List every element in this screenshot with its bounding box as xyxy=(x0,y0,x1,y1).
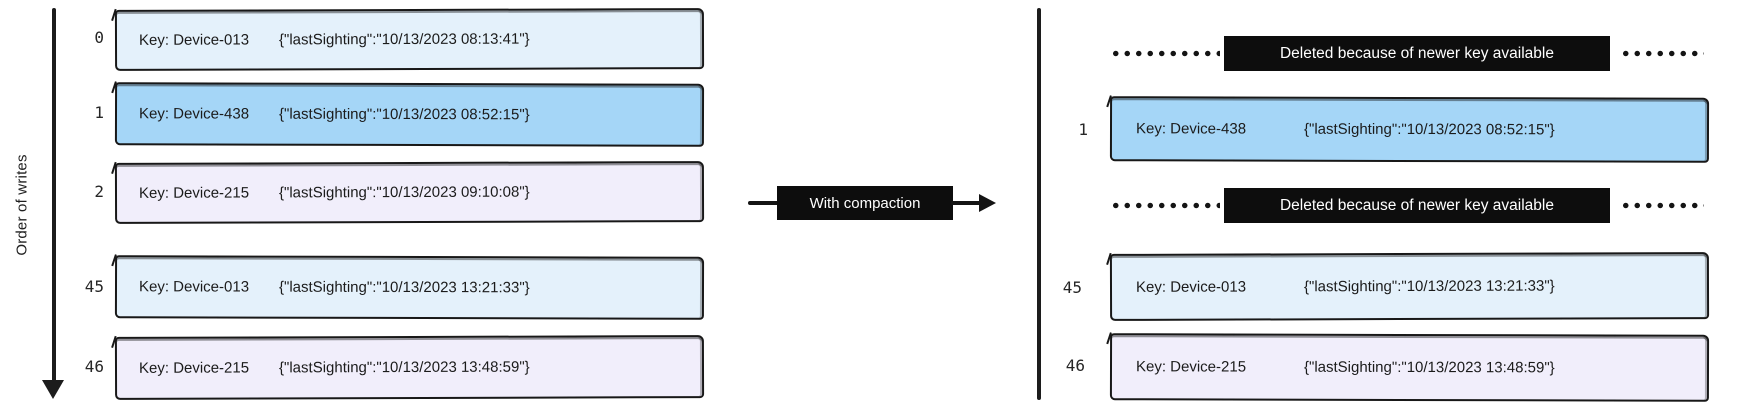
log-record: Key: Device-438 {"lastSighting":"10/13/2… xyxy=(114,82,705,147)
record-key: Key: Device-013 xyxy=(138,31,250,49)
deleted-dotted-line xyxy=(1110,50,1220,57)
order-of-writes-label: Order of writes xyxy=(13,154,31,256)
record-value: {"lastSighting":"10/13/2023 09:10:08"} xyxy=(278,183,530,202)
record-value: {"lastSighting":"10/13/2023 13:21:33"} xyxy=(1303,277,1555,296)
record-value: {"lastSighting":"10/13/2023 08:52:15"} xyxy=(1303,120,1555,139)
record-value: {"lastSighting":"10/13/2023 08:13:41"} xyxy=(278,30,530,49)
log-record: Key: Device-215 {"lastSighting":"10/13/2… xyxy=(114,335,705,400)
log-record: Key: Device-215 {"lastSighting":"10/13/2… xyxy=(114,161,705,224)
log-record: Key: Device-215 {"lastSighting":"10/13/2… xyxy=(1109,333,1710,402)
deleted-badge: Deleted because of newer key available xyxy=(1224,36,1610,71)
record-key: Key: Device-215 xyxy=(138,359,250,377)
compaction-arrow-line xyxy=(951,201,981,205)
record-key: Key: Device-215 xyxy=(138,184,250,202)
deleted-dotted-line xyxy=(1110,202,1220,209)
record-key: Key: Device-215 xyxy=(1135,358,1247,376)
with-compaction-label: With compaction xyxy=(777,186,953,220)
compaction-arrowhead-icon xyxy=(979,194,996,212)
compacted-log-axis-line xyxy=(1037,8,1041,400)
offset-number: 1 xyxy=(1078,120,1088,139)
log-record: Key: Device-013 {"lastSighting":"10/13/2… xyxy=(114,8,705,71)
compaction-arrow-line xyxy=(748,201,779,205)
record-key: Key: Device-438 xyxy=(1135,120,1247,138)
offset-number: 1 xyxy=(94,103,104,122)
record-value: {"lastSighting":"10/13/2023 08:52:15"} xyxy=(278,105,530,124)
record-key: Key: Device-013 xyxy=(1135,278,1247,296)
offset-number: 0 xyxy=(94,28,104,47)
order-of-writes-axis-line xyxy=(52,8,56,382)
record-value: {"lastSighting":"10/13/2023 13:48:59"} xyxy=(1303,358,1555,377)
log-record: Key: Device-013 {"lastSighting":"10/13/2… xyxy=(1109,252,1710,321)
log-record: Key: Device-438 {"lastSighting":"10/13/2… xyxy=(1109,96,1710,163)
record-key: Key: Device-013 xyxy=(138,278,250,296)
deleted-badge: Deleted because of newer key available xyxy=(1224,188,1610,223)
deleted-dotted-line xyxy=(1620,50,1704,57)
record-value: {"lastSighting":"10/13/2023 13:48:59"} xyxy=(278,358,530,377)
offset-number: 2 xyxy=(94,182,104,201)
deleted-dotted-line xyxy=(1620,202,1704,209)
record-key: Key: Device-438 xyxy=(138,105,250,123)
offset-number: 45 xyxy=(84,277,104,296)
order-of-writes-arrowhead-icon xyxy=(42,380,64,399)
log-record: Key: Device-013 {"lastSighting":"10/13/2… xyxy=(114,255,705,320)
record-value: {"lastSighting":"10/13/2023 13:21:33"} xyxy=(278,278,530,297)
offset-number: 46 xyxy=(1065,356,1085,375)
offset-number: 45 xyxy=(1062,278,1082,297)
offset-number: 46 xyxy=(84,357,104,376)
